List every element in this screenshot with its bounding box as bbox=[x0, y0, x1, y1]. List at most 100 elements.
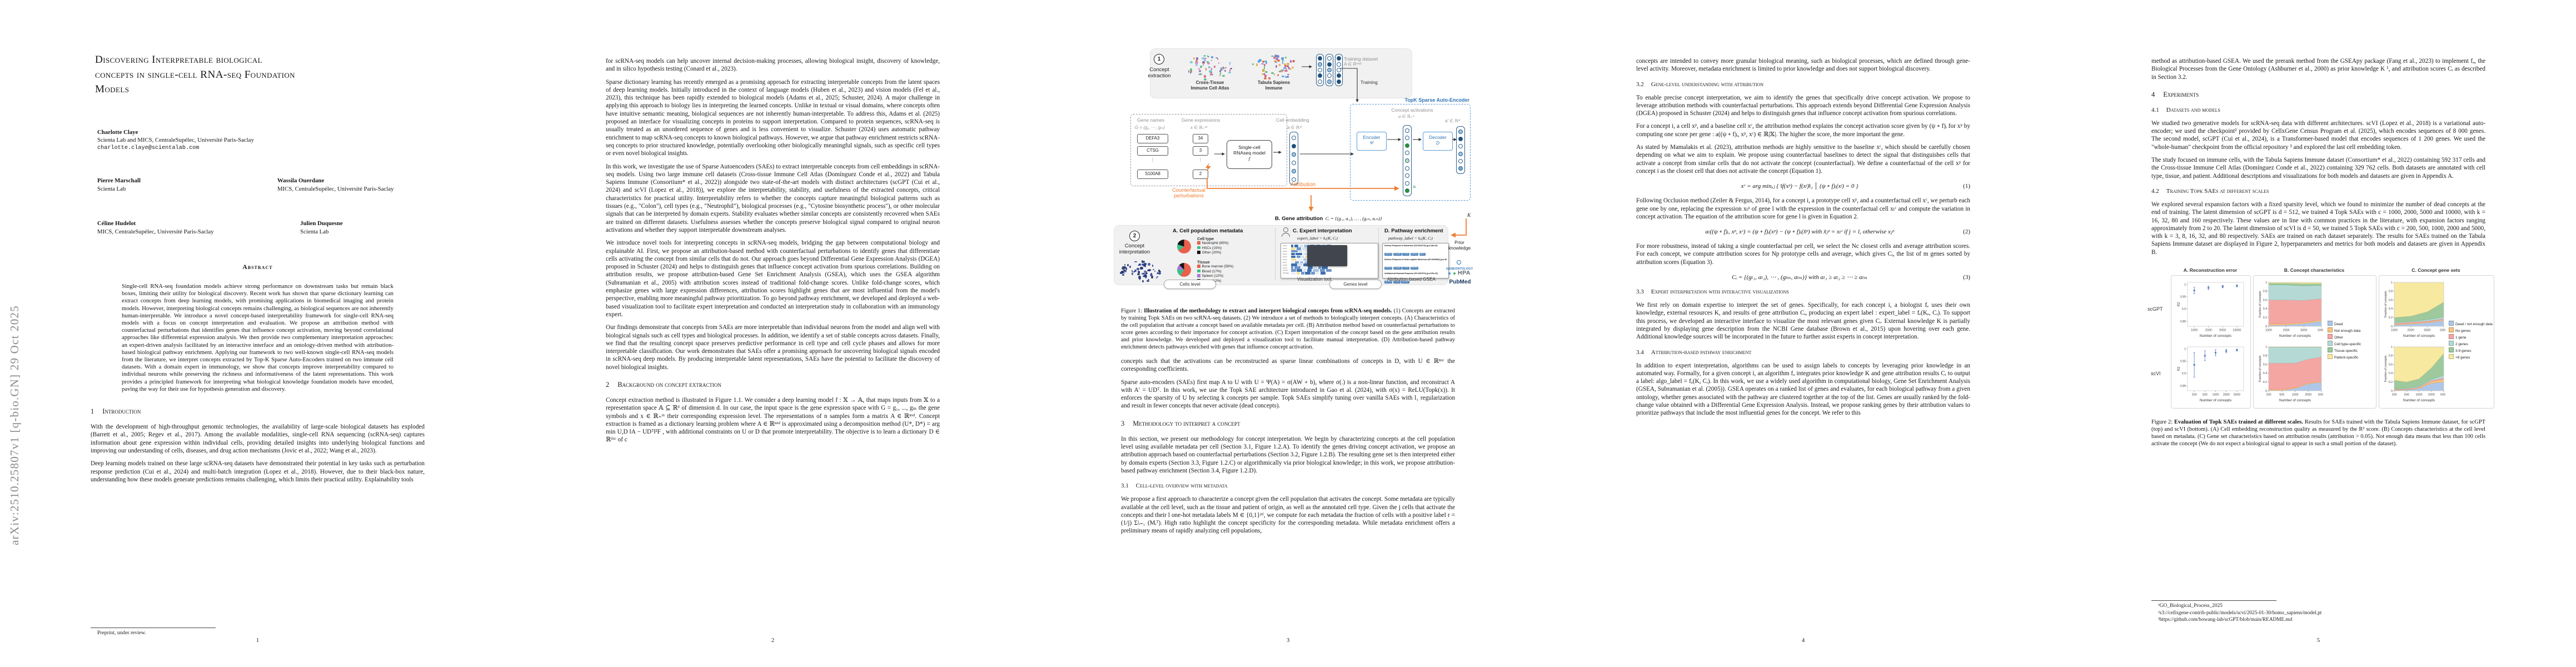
page-4: concepts are intended to convey more gra… bbox=[1546, 0, 2061, 667]
training-label: Training bbox=[1361, 79, 1378, 85]
expert-label-formula: expert_label = hₑ(K, Cᵢ) bbox=[1297, 236, 1338, 241]
svg-text:1: 1 bbox=[2184, 347, 2186, 351]
topk-sae-box bbox=[1350, 104, 1471, 201]
paragraph: We studied two generative models for scR… bbox=[2151, 120, 2485, 151]
svg-text:500: 500 bbox=[2279, 394, 2284, 397]
paragraph: Sparse auto-encoders (SAEs) first map A … bbox=[1121, 379, 1455, 410]
svg-text:Fraction of concepts: Fraction of concepts bbox=[2259, 291, 2262, 317]
cell-type-legend: Cell type Neutrophil (65%)HSCs (15%)Othe… bbox=[1197, 236, 1229, 255]
svg-text:2000: 2000 bbox=[2305, 394, 2311, 397]
concept-activations-label: Concept activations bbox=[1391, 107, 1433, 113]
svg-text:5000: 5000 bbox=[2219, 329, 2226, 332]
page-1: arXiv:2510.25807v1 [q-bio.GN] 29 Oct 202… bbox=[0, 0, 515, 667]
svg-text:0.2: 0.2 bbox=[2263, 316, 2267, 320]
equation-3: Cᵢ = {(gₗ₁, aₗ₁), ⋯ , (gₗₘ, aₗₘ)} with a… bbox=[1732, 273, 1970, 281]
paragraph: Following Occlusion method (Zeiler & Fer… bbox=[1636, 197, 1970, 220]
figure-2: A. Reconstruction error B. Concept chara… bbox=[2144, 267, 2500, 411]
svg-text:0.2: 0.2 bbox=[2389, 316, 2393, 320]
svg-text:Number of concepts: Number of concepts bbox=[2403, 334, 2435, 338]
equation-2: aₗ((ψ ∘ f)ᵢ, xᵖ, xᶜ) = (ψ ∘ f)ᵢ(xᵖ) − (ψ… bbox=[1705, 228, 1970, 236]
author-4: Céline Hudelot MICS, CentraleSupélec, Un… bbox=[97, 220, 300, 236]
section-heading-3-4: 3.4 Attribution-based pathway enrichment bbox=[1636, 349, 1752, 356]
author-1: Charlotte Claye Scienta Lab and MICS, Ce… bbox=[97, 128, 254, 153]
footnotes: ¹GO_Biological_Process_2025 ²s3://cellxg… bbox=[2151, 600, 2485, 624]
svg-text:0.4: 0.4 bbox=[2263, 307, 2267, 311]
svg-text:0.6: 0.6 bbox=[2389, 363, 2393, 366]
author-2: Pierre Marschall Scienta Lab bbox=[97, 177, 277, 193]
person-icon bbox=[1282, 227, 1290, 237]
pubmed-logo: PubMed bbox=[1449, 279, 1471, 285]
umap-atlas-blob bbox=[1185, 53, 1234, 81]
svg-text:5000: 5000 bbox=[2300, 329, 2307, 332]
svg-text:1000: 1000 bbox=[2292, 394, 2299, 397]
paragraph: Sparse dictionary learning has recently … bbox=[606, 78, 940, 157]
svg-text:500: 500 bbox=[2404, 394, 2409, 397]
author-5: Julien Duquesne Scienta Lab bbox=[300, 220, 343, 235]
paragraph: The study focused on immune cells, with … bbox=[2151, 157, 2485, 180]
step1-number: 1 bbox=[1154, 54, 1164, 64]
svg-text:0.2: 0.2 bbox=[2389, 381, 2393, 384]
umap-navy-blob bbox=[1118, 258, 1163, 283]
section-heading-3-2: 3.2 Gene-level understanding with attrib… bbox=[1636, 81, 1764, 88]
author-3: Wassila Ouerdane MICS, CentraleSupélec, … bbox=[277, 177, 394, 192]
paper-title: Discovering Interpretable biological con… bbox=[95, 53, 425, 97]
figure2-caption: Figure 2: Evaluation of Topk SAEs traine… bbox=[2151, 419, 2485, 447]
svg-text:1: 1 bbox=[2391, 346, 2393, 349]
paragraph: method as attribution-based GSEA. We use… bbox=[2151, 58, 2485, 81]
paragraph: for scRNA-seq models can help uncover in… bbox=[606, 58, 940, 73]
svg-text:Number of concepts: Number of concepts bbox=[2200, 399, 2231, 402]
training-dataset-vectors bbox=[1316, 54, 1343, 86]
title-line: concepts in single-cell RNA-seq Foundati… bbox=[95, 68, 295, 81]
paragraph: For a concept i, a cell xᵖ, and a baseli… bbox=[1636, 123, 1970, 138]
panelA-title: A. Reconstruction error bbox=[2183, 267, 2238, 273]
svg-text:0.9: 0.9 bbox=[2182, 372, 2186, 376]
lightning-icon bbox=[1205, 163, 1211, 172]
cell-embedding-label: Cell embedding bbox=[1276, 117, 1309, 123]
paragraph: In this section, we present our methodol… bbox=[1121, 435, 1455, 474]
svg-text:10000: 10000 bbox=[2318, 329, 2324, 332]
svg-text:1: 1 bbox=[2184, 283, 2186, 286]
affiliation: MICS, CentraleSupélec, Université Paris-… bbox=[97, 228, 214, 235]
expert-interpretation-title: C. Expert interpretation bbox=[1293, 228, 1352, 234]
gene-expressions-label: Gene expressions bbox=[1182, 117, 1220, 123]
svg-text:Number of concepts: Number of concepts bbox=[2279, 334, 2311, 338]
gene-box: CTSG bbox=[1137, 146, 1168, 156]
svg-text:0.4: 0.4 bbox=[2263, 372, 2267, 375]
title-line: Models bbox=[95, 83, 129, 95]
svg-text:Number of concepts: Number of concepts bbox=[2279, 399, 2311, 402]
page-number: 3 bbox=[1286, 637, 1290, 644]
row-label-scvi: scVI bbox=[2151, 371, 2161, 377]
figure1-arrows bbox=[1207, 65, 1467, 238]
svg-text:2000: 2000 bbox=[2283, 329, 2290, 332]
paragraph: As stated by Mamalakis et al. (2023), at… bbox=[1636, 144, 1970, 175]
svg-text:Number of concepts: Number of concepts bbox=[2403, 399, 2435, 402]
scrnaseq-model-box: Single-cell RNAseq model f bbox=[1227, 140, 1272, 169]
paragraph: We propose a first approach to character… bbox=[1121, 496, 1455, 535]
step2-number: 2 bbox=[1129, 231, 1140, 241]
abstract-heading: Abstract bbox=[242, 263, 273, 271]
abstract-text: Single-cell RNA-seq foundation models ac… bbox=[122, 283, 393, 392]
attribution-label: Attribution bbox=[1291, 182, 1316, 188]
svg-text:0.8: 0.8 bbox=[2389, 355, 2393, 358]
svg-text:0.2: 0.2 bbox=[2263, 381, 2267, 384]
section-heading-4-1: 4.1 Datasets and models bbox=[2151, 106, 2221, 113]
svg-text:200: 200 bbox=[2392, 394, 2397, 397]
author-block: Charlotte Claye Scienta Lab and MICS, Ce… bbox=[97, 128, 425, 236]
svg-text:2000: 2000 bbox=[2205, 329, 2212, 332]
arxiv-watermark: arXiv:2510.25807v1 [q-bio.GN] 29 Oct 202… bbox=[8, 305, 21, 545]
page-number: 2 bbox=[771, 637, 775, 644]
section-heading-4-2: 4.2 Training Topk SAEs at different scal… bbox=[2151, 187, 2269, 195]
svg-text:Number of concepts: Number of concepts bbox=[2200, 334, 2231, 338]
hpa-logo: HPA bbox=[1447, 267, 1472, 277]
svg-text:1: 1 bbox=[2265, 281, 2267, 285]
